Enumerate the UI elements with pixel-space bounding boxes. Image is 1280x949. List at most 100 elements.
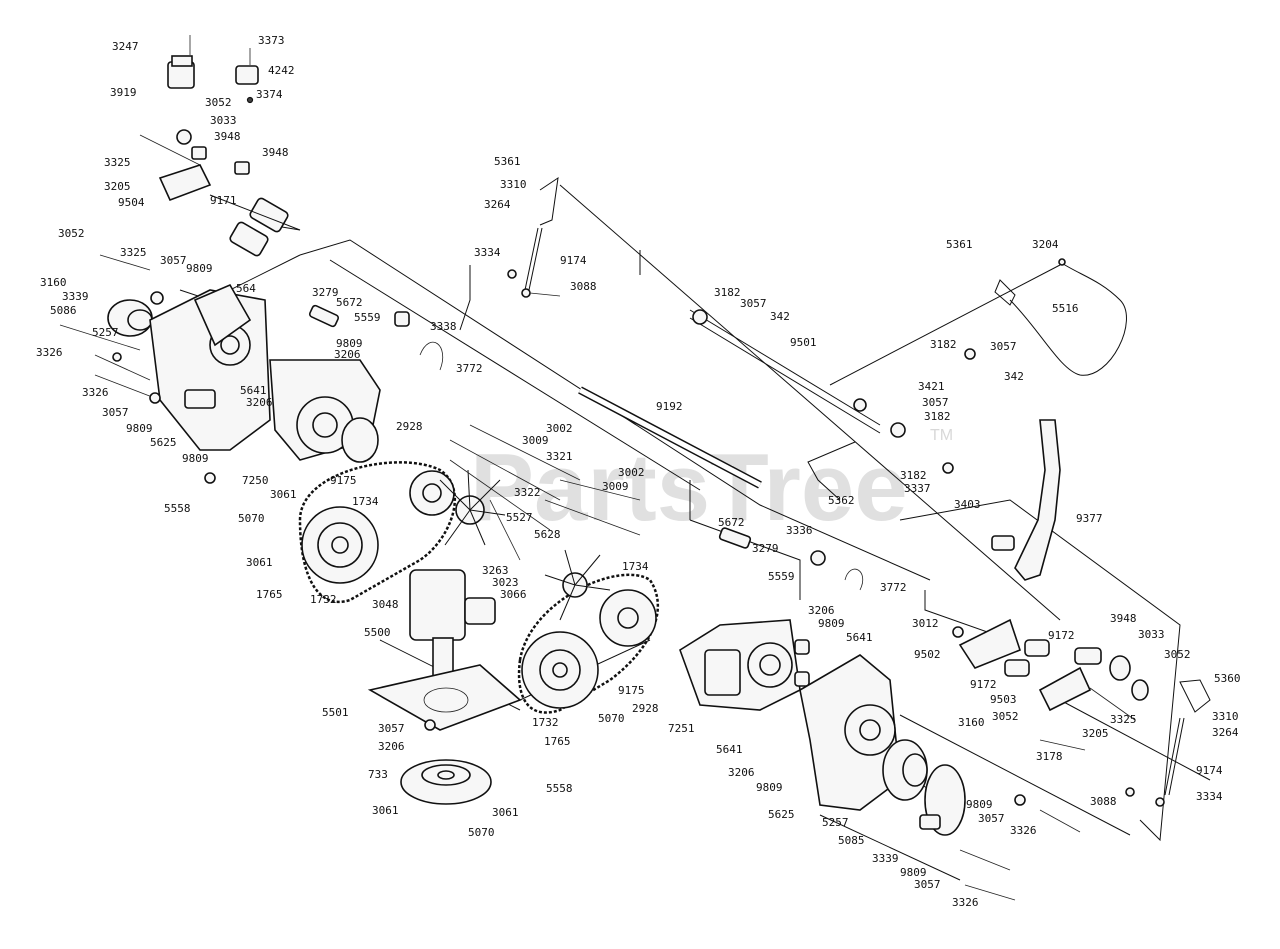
label-1732b: 1732 [532, 716, 559, 729]
center-pulley-system [489, 479, 660, 714]
label-9175b: 9175 [618, 684, 645, 697]
label-3033: 3033 [210, 114, 237, 127]
label-3772b: 3772 [880, 581, 907, 594]
label-5625: 5625 [150, 436, 177, 449]
label-9172: 9172 [1048, 629, 1075, 642]
label-9377: 9377 [1076, 512, 1103, 525]
label-3182c: 3182 [924, 410, 951, 423]
label-3322: 3322 [514, 486, 541, 499]
label-5641b: 5641 [846, 631, 873, 644]
label-3326d: 3326 [1010, 824, 1037, 837]
label-5672: 5672 [336, 296, 363, 309]
label-3279b: 3279 [752, 542, 779, 555]
left-transaxle [59, 254, 444, 484]
label-3205b: 3205 [1082, 727, 1109, 740]
label-3206c: 3206 [378, 740, 405, 753]
label-3061b: 3061 [246, 556, 273, 569]
label-9175: 9175 [330, 474, 357, 487]
label-3178: 3178 [1036, 750, 1063, 763]
label-3326b: 3326 [82, 386, 109, 399]
label-5625b: 5625 [768, 808, 795, 821]
watermark-tm: TM [930, 427, 953, 444]
label-9809c: 9809 [182, 452, 209, 465]
label-3337: 3337 [904, 482, 931, 495]
label-1734: 1734 [352, 495, 379, 508]
label-3948b: 3948 [262, 146, 289, 159]
fan-center [544, 549, 611, 621]
label-3948: 3948 [214, 130, 241, 143]
label-3002b: 3002 [618, 466, 645, 479]
label-3325b: 3325 [120, 246, 147, 259]
label-9809b: 9809 [126, 422, 153, 435]
label-3057c: 3057 [378, 722, 405, 735]
label-3339b: 3339 [872, 852, 899, 865]
label-3310: 3310 [500, 178, 527, 191]
label-5558b: 5558 [546, 782, 573, 795]
label-3919: 3919 [110, 86, 137, 99]
label-3052: 3052 [205, 96, 232, 109]
label-733: 733 [368, 768, 388, 781]
label-5558: 5558 [164, 502, 191, 515]
label-5070c: 5070 [598, 712, 625, 725]
label-5516: 5516 [1052, 302, 1079, 315]
label-7251: 7251 [668, 722, 695, 735]
label-9502: 9502 [914, 648, 941, 661]
label-3057f: 3057 [740, 297, 767, 310]
label-7250: 7250 [242, 474, 269, 487]
label-3325c: 3325 [1110, 713, 1137, 726]
label-9501: 9501 [790, 336, 817, 349]
label-9809g: 9809 [900, 866, 927, 879]
left-pulley-system [298, 424, 581, 603]
label-3061c: 3061 [372, 804, 399, 817]
label-3321: 3321 [546, 450, 573, 463]
fan-left [439, 469, 506, 546]
label-5641c: 5641 [716, 743, 743, 756]
top-left-parts [139, 35, 301, 257]
label-5500: 5500 [364, 626, 391, 639]
label-2928b: 2928 [632, 702, 659, 715]
label-3057e: 3057 [978, 812, 1005, 825]
label-3204: 3204 [1032, 238, 1059, 251]
label-5361: 5361 [494, 155, 521, 168]
label-1765b: 1765 [544, 735, 571, 748]
right-transaxle [679, 527, 1081, 901]
label-1734b: 1734 [622, 560, 649, 573]
gearbox-assembly [367, 569, 522, 805]
label-3310b: 3310 [1212, 710, 1239, 723]
label-3334: 3334 [474, 246, 501, 259]
label-9172b: 9172 [970, 678, 997, 691]
label-3088b: 3088 [1090, 795, 1117, 808]
label-3247: 3247 [112, 40, 139, 53]
label-5361b: 5361 [946, 238, 973, 251]
label-3061: 3061 [270, 488, 297, 501]
label-2928: 2928 [396, 420, 423, 433]
label-9504: 9504 [118, 196, 145, 209]
label-1765: 1765 [256, 588, 283, 601]
label-5559: 5559 [354, 311, 381, 324]
label-3948c: 3948 [1110, 612, 1137, 625]
label-3182: 3182 [714, 286, 741, 299]
label-5641: 5641 [240, 384, 267, 397]
label-5257: 5257 [92, 326, 119, 339]
label-3182d: 3182 [900, 469, 927, 482]
label-3206d: 3206 [808, 604, 835, 617]
label-3002: 3002 [546, 422, 573, 435]
label-3160: 3160 [40, 276, 67, 289]
label-3088: 3088 [570, 280, 597, 293]
right-top-parts [964, 258, 1127, 376]
label-3066: 3066 [500, 588, 527, 601]
label-5501: 5501 [322, 706, 349, 719]
label-1732: 1732 [310, 593, 337, 606]
label-4242: 4242 [268, 64, 295, 77]
label-5559b: 5559 [768, 570, 795, 583]
label-5362: 5362 [828, 494, 855, 507]
label-3061d: 3061 [492, 806, 519, 819]
label-9174b: 9174 [1196, 764, 1223, 777]
label-3326c: 3326 [952, 896, 979, 909]
label-3373: 3373 [258, 34, 285, 47]
label-9503: 9503 [990, 693, 1017, 706]
label-9171: 9171 [210, 194, 237, 207]
label-3057g: 3057 [990, 340, 1017, 353]
label-3048: 3048 [372, 598, 399, 611]
label-3338: 3338 [430, 320, 457, 333]
